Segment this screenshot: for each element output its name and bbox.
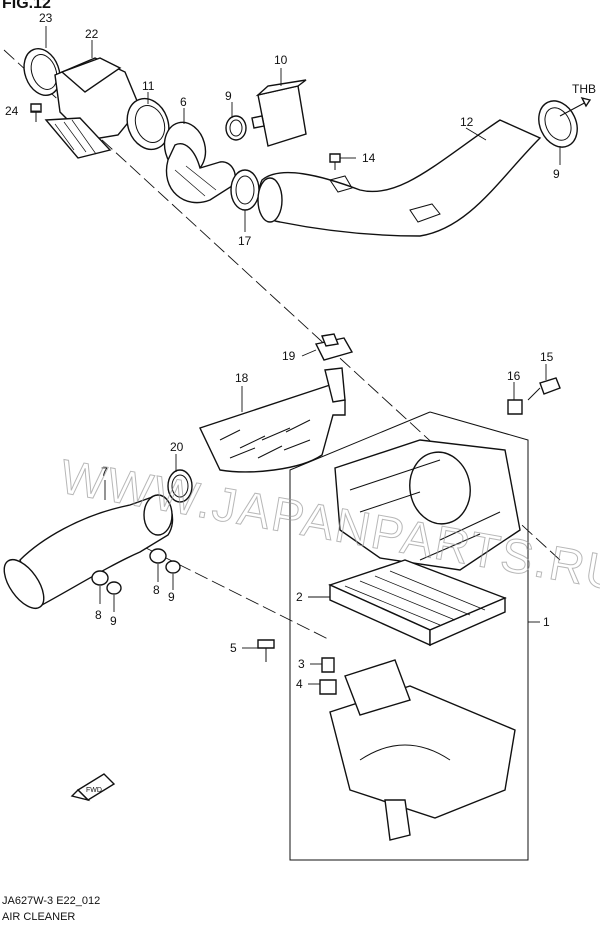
air-cleaner-cover (334, 439, 521, 571)
callout-21: 20 (170, 440, 184, 454)
thb-arrow (559, 96, 592, 117)
leader-13 (465, 127, 487, 141)
callout-7: 7 (101, 465, 108, 479)
part-16-bolt (527, 377, 561, 401)
callout-8-right: 8 (153, 583, 160, 597)
part-21-clamp (167, 469, 193, 503)
fwd-arrow (70, 773, 116, 802)
part-19-heat-shield (199, 367, 346, 473)
part-9-nut-left (106, 581, 122, 595)
part-22-airflow-meter (44, 57, 141, 159)
figure-code: JA627W-3 E22_012 (2, 895, 100, 907)
callout-22: 22 (85, 27, 99, 41)
callout-4: 4 (296, 677, 303, 691)
callout-18: 17 (238, 234, 252, 248)
callout-19: 18 (235, 371, 249, 385)
part-14-clamp (126, 97, 170, 151)
part-4-nut (319, 679, 337, 695)
figure-title: FIG.12 (2, 0, 51, 12)
callout-10: 9 (553, 167, 560, 181)
part-11-clamp (225, 115, 247, 141)
assembly-bracket-right (400, 411, 529, 861)
part-5-bolt (257, 639, 275, 662)
callout-12: 10 (274, 53, 288, 67)
part-7-duct (3, 494, 174, 610)
part-2-air-filter (328, 559, 507, 647)
thb-label: THB (572, 82, 596, 96)
callout-14: 11 (142, 79, 155, 93)
callout-8-left: 8 (95, 608, 102, 622)
callout-9-right: 9 (168, 590, 175, 604)
callout-20: 19 (282, 349, 296, 363)
part-17-grommet (507, 399, 523, 415)
part-3-sleeve (321, 657, 335, 673)
callout-1: 1 (543, 615, 550, 629)
callout-11: 9 (225, 89, 232, 103)
part-23-clamp (23, 48, 61, 96)
callout-6: 6 (180, 95, 187, 109)
part-12-resonator (251, 79, 307, 147)
part-6-hose (163, 121, 236, 204)
callout-3: 3 (298, 657, 305, 671)
callout-13: 12 (460, 115, 474, 129)
assembly-bracket-1 (289, 411, 431, 861)
part-20-sensor (314, 333, 354, 361)
callout-15: 14 (362, 151, 376, 165)
part-18-clamp (230, 169, 260, 211)
callout-9-left: 9 (110, 614, 117, 628)
part-8-grommet-right (149, 548, 167, 564)
callout-24: 24 (5, 104, 19, 118)
figure-caption: AIR CLEANER (2, 911, 75, 923)
callout-17: 16 (507, 369, 521, 383)
callout-2: 2 (296, 590, 303, 604)
fwd-label: FWD (86, 787, 102, 794)
part-8-grommet-left (91, 570, 109, 586)
part-24-screw (30, 103, 42, 122)
part-9-nut-right (165, 560, 181, 574)
part-13-inlet-pipe (257, 119, 542, 237)
callout-23: 23 (39, 11, 53, 25)
part-15-bolt (329, 153, 341, 170)
callout-16: 15 (540, 350, 554, 364)
air-cleaner-case (329, 659, 516, 841)
leader-20 (301, 349, 317, 357)
callout-5: 5 (230, 641, 237, 655)
part-10-clamp (538, 100, 578, 148)
